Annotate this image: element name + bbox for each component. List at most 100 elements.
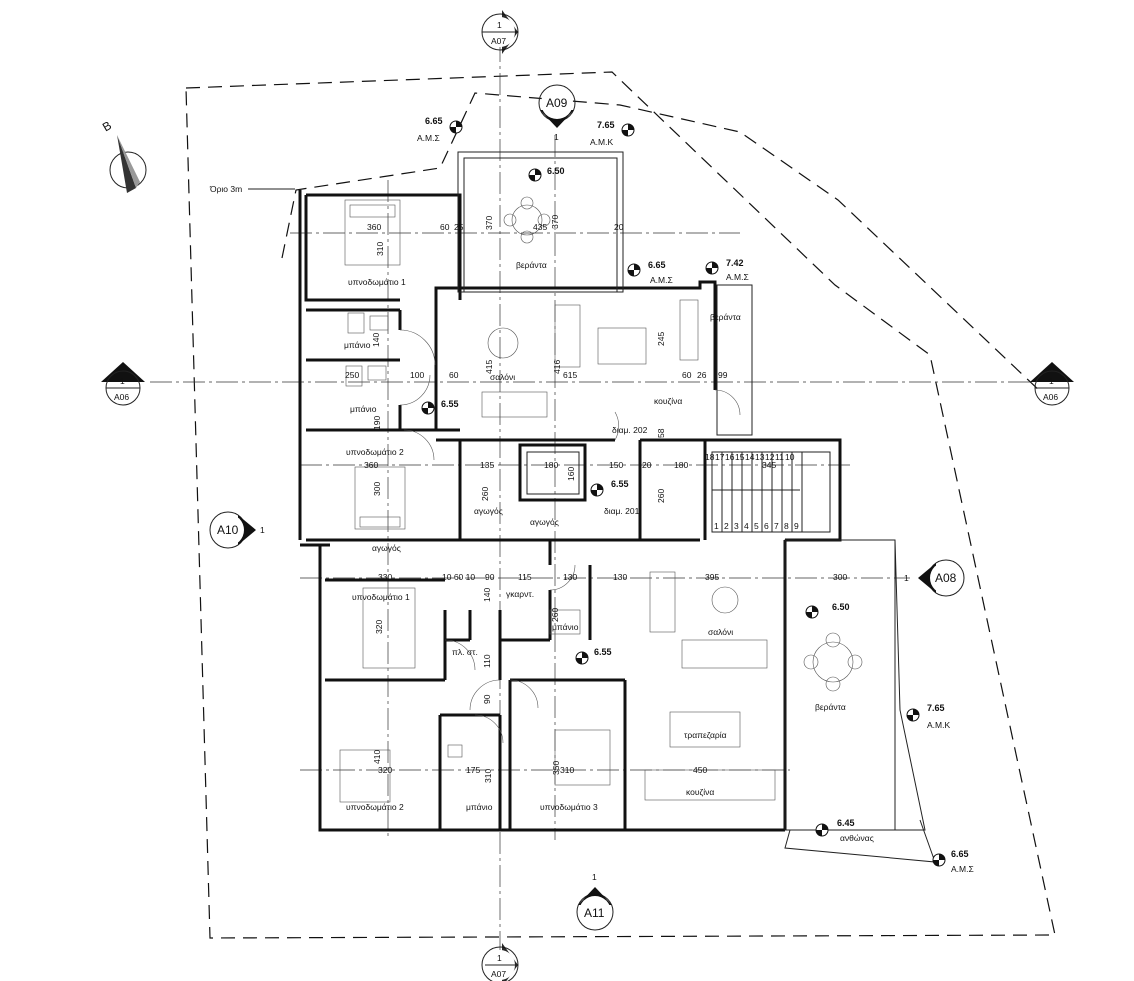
level-12-code: Α.Μ.Σ (951, 864, 974, 874)
svg-text:320: 320 (374, 620, 384, 634)
svg-text:90: 90 (482, 694, 492, 704)
svg-text:175: 175 (466, 765, 480, 775)
room-label: διαμ. 201 (604, 506, 640, 516)
svg-text:320: 320 (378, 765, 392, 775)
svg-text:20: 20 (642, 460, 652, 470)
setback-label: Όριο 3m (209, 184, 242, 194)
section-a10-num: 1 (260, 525, 265, 535)
svg-text:245: 245 (656, 332, 666, 346)
svg-text:300: 300 (833, 572, 847, 582)
level-1-code: Α.Μ.Σ (417, 133, 440, 143)
room-label: μπάνιο (552, 622, 579, 632)
svg-text:130: 130 (613, 572, 627, 582)
upper-doors (399, 329, 741, 461)
level-10-value: 7.65 (927, 703, 945, 713)
level-9-value: 6.55 (594, 647, 612, 657)
level-10-code: Α.Μ.Κ (927, 720, 950, 730)
svg-text:310: 310 (483, 769, 493, 783)
north-arrow-icon (109, 135, 147, 193)
section-right-ref: A06 (1043, 392, 1058, 402)
upper-furniture (344, 196, 699, 530)
section-marker-a09 (538, 84, 576, 128)
svg-text:410: 410 (372, 750, 382, 764)
room-label: βεράντα (815, 702, 846, 712)
site-boundary (185, 71, 1056, 939)
lower-doors (444, 564, 576, 744)
svg-text:260: 260 (550, 608, 560, 622)
room-label: υπνοδωμάτιο 1 (348, 277, 406, 287)
stair-down-18: 18 (705, 452, 715, 462)
svg-text:395: 395 (705, 572, 719, 582)
stair-up-9: 9 (794, 521, 799, 531)
level-marker-icons (421, 120, 946, 867)
section-marker-left (101, 362, 145, 406)
svg-text:60: 60 (682, 370, 692, 380)
svg-text:416: 416 (552, 360, 562, 374)
level-8-value: 6.50 (832, 602, 850, 612)
level-6-value: 6.55 (441, 399, 459, 409)
svg-text:20: 20 (614, 222, 624, 232)
svg-text:310: 310 (375, 242, 385, 256)
section-a08-num: 1 (904, 573, 909, 583)
room-label: γκαρντ. (506, 589, 534, 599)
section-marker-a08 (918, 559, 965, 597)
svg-text:110: 110 (482, 654, 492, 668)
section-bottom-ref: A07 (491, 969, 506, 979)
stair-down-14: 14 (745, 452, 755, 462)
stair-up-3: 3 (734, 521, 739, 531)
svg-text:140: 140 (482, 588, 492, 602)
room-label: αγωγός (474, 506, 503, 516)
stair-up-6: 6 (764, 521, 769, 531)
section-left-ref: A06 (114, 392, 129, 402)
svg-text:360: 360 (367, 222, 381, 232)
svg-text:25: 25 (454, 222, 464, 232)
svg-text:360: 360 (364, 460, 378, 470)
svg-text:60: 60 (449, 370, 459, 380)
svg-text:330: 330 (378, 572, 392, 582)
upper-apartment-walls (298, 151, 842, 542)
level-11-value: 6.45 (837, 818, 855, 828)
svg-text:180: 180 (674, 460, 688, 470)
room-label: υπνοδωμάτιο 3 (540, 802, 598, 812)
room-label: υπνοδωμάτιο 2 (346, 802, 404, 812)
level-2-value: 7.65 (597, 120, 615, 130)
svg-text:260: 260 (480, 487, 490, 501)
svg-text:190: 190 (372, 416, 382, 430)
section-a09-ref: A09 (546, 96, 568, 110)
room-label: αγωγός (372, 543, 401, 553)
section-marker-right (1030, 362, 1074, 406)
svg-text:180: 180 (544, 460, 558, 470)
svg-text:310: 310 (560, 765, 574, 775)
level-2-code: Α.Μ.Κ (590, 137, 613, 147)
section-left-num: 1 (120, 376, 125, 386)
svg-text:130: 130 (563, 572, 577, 582)
room-label: αγωγός (530, 517, 559, 527)
stair-down-15: 15 (735, 452, 745, 462)
svg-text:260: 260 (656, 489, 666, 503)
stair-up-4: 4 (744, 521, 749, 531)
room-label: πλ. στ. (452, 647, 478, 657)
level-7-value: 6.55 (611, 479, 629, 489)
north-label: B (100, 118, 114, 134)
level-1-value: 6.65 (425, 116, 443, 126)
svg-text:99: 99 (718, 370, 728, 380)
staircase (711, 451, 831, 533)
section-a08-ref: A08 (935, 571, 957, 585)
room-label: υπνοδωμάτιο 1 (352, 592, 410, 602)
room-label: διαμ. 202 (612, 425, 648, 435)
svg-text:10 60 10: 10 60 10 (442, 572, 475, 582)
section-a10-ref: A10 (217, 523, 239, 537)
section-bottom-num: 1 (497, 953, 502, 963)
stair-up-5: 5 (754, 521, 759, 531)
stair-up-7: 7 (774, 521, 779, 531)
stair-down-13: 13 (755, 452, 765, 462)
svg-text:115: 115 (518, 572, 532, 582)
svg-text:150: 150 (609, 460, 623, 470)
svg-text:135: 135 (480, 460, 494, 470)
level-5-value: 7.42 (726, 258, 744, 268)
room-label: τραπεζαρία (684, 730, 727, 740)
room-label: βεράντα (710, 312, 741, 322)
svg-text:345: 345 (762, 460, 776, 470)
section-a09-num: 1 (554, 132, 559, 142)
